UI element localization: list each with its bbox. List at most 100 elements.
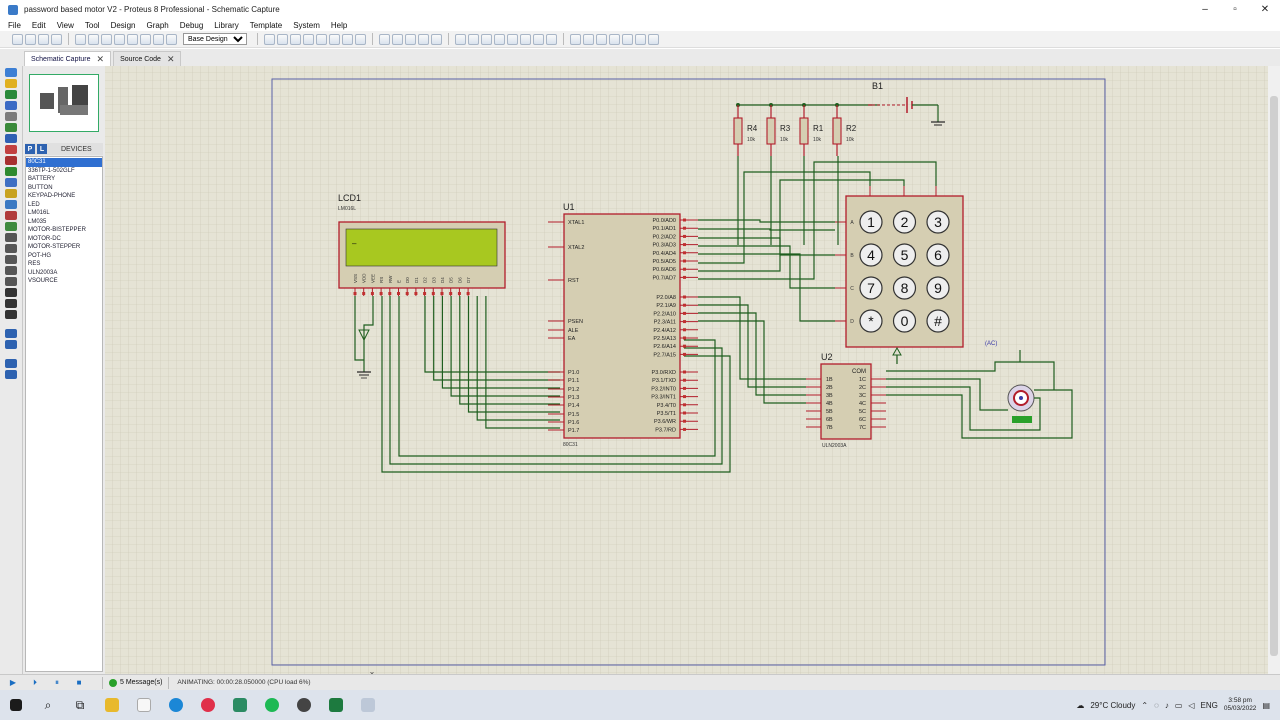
refresh-icon[interactable] [264, 33, 275, 45]
device-list-item[interactable]: MOTOR-BISTEPPER [28, 227, 86, 233]
2d-box-icon[interactable] [5, 244, 17, 253]
help-icon[interactable] [166, 33, 177, 45]
design-select[interactable]: Base Design [183, 33, 247, 45]
menu-library[interactable]: Library [214, 20, 239, 30]
zoom-area-icon[interactable] [355, 33, 366, 45]
current-probe-icon[interactable] [5, 211, 17, 220]
scroll-thumb[interactable] [1270, 96, 1278, 656]
chevron-up-icon[interactable]: ⌃ [1141, 700, 1149, 710]
close-icon[interactable]: ✕ [166, 53, 175, 64]
mirror-y-icon[interactable] [5, 370, 17, 379]
weather-text[interactable]: 29°C Cloudy [1090, 700, 1136, 710]
device-list-item[interactable]: BATTERY [28, 176, 56, 182]
close-project-icon[interactable] [51, 33, 62, 45]
pcb-icon[interactable] [101, 33, 112, 45]
origin-icon[interactable] [290, 33, 301, 45]
close-button[interactable]: ✕ [1260, 4, 1270, 15]
3d-view-icon[interactable] [114, 33, 125, 45]
grid-icon[interactable] [277, 33, 288, 45]
make-device-icon[interactable] [520, 33, 531, 45]
pick-device-icon[interactable] [507, 33, 518, 45]
device-list-item[interactable]: 336TP-1-502GLF [28, 167, 75, 174]
rotate-clockwise-icon[interactable] [5, 329, 17, 338]
2d-path-icon[interactable] [5, 277, 17, 286]
overview-window[interactable] [29, 74, 99, 132]
2d-markers-icon[interactable] [5, 310, 17, 319]
component-mode-icon[interactable] [5, 79, 17, 88]
bill-of-materials-icon[interactable] [648, 33, 659, 45]
maximize-button[interactable]: ▫ [1233, 4, 1237, 15]
menu-template[interactable]: Template [249, 20, 283, 30]
menu-file[interactable]: File [8, 20, 21, 30]
stop-button[interactable]: ■ [76, 678, 82, 687]
menu-graph[interactable]: Graph [146, 20, 169, 30]
pick-devices-button[interactable]: P [25, 144, 35, 154]
2d-circle-icon[interactable] [5, 255, 17, 264]
buses-icon[interactable] [5, 123, 17, 132]
cut-icon[interactable] [405, 33, 416, 45]
zoom-out-icon[interactable] [329, 33, 340, 45]
spotify-icon[interactable] [256, 690, 288, 720]
notifications-icon[interactable]: ▤ [1262, 700, 1270, 710]
block-move-icon[interactable] [468, 33, 479, 45]
device-list-item[interactable]: ULN2003A [28, 269, 58, 276]
device-list-item[interactable]: MOTOR-STEPPER [28, 244, 81, 250]
graph-mode-icon[interactable] [5, 167, 17, 176]
task-view-icon[interactable]: ⧉ [75, 697, 85, 712]
subcircuit-icon[interactable] [5, 134, 17, 143]
notepad-icon[interactable] [128, 690, 160, 720]
device-pins-icon[interactable] [5, 156, 17, 165]
2d-text-icon[interactable] [5, 288, 17, 297]
decompose-icon[interactable] [546, 33, 557, 45]
source-code-icon[interactable] [153, 33, 164, 45]
redo-icon[interactable] [392, 33, 403, 45]
file-explorer-icon[interactable] [96, 690, 128, 720]
property-assignment-icon[interactable] [596, 33, 607, 45]
language-indicator[interactable]: ENG [1200, 700, 1218, 710]
menu-system[interactable]: System [293, 20, 320, 30]
proteus-taskbar-icon[interactable] [352, 690, 384, 720]
tape-recorder-icon[interactable] [5, 178, 17, 187]
paste-icon[interactable] [431, 33, 442, 45]
bom-icon[interactable] [140, 33, 151, 45]
block-copy-icon[interactable] [455, 33, 466, 45]
device-list-item[interactable]: MOTOR-DC [28, 235, 61, 242]
search-icon[interactable]: ⌕ [44, 697, 52, 712]
zoom-in-icon[interactable] [316, 33, 327, 45]
generator-icon[interactable] [5, 189, 17, 198]
menu-design[interactable]: Design [110, 20, 136, 30]
chrome-icon[interactable] [288, 690, 320, 720]
opera-browser-icon[interactable] [192, 690, 224, 720]
search-icon[interactable] [583, 33, 594, 45]
network-icon[interactable]: ◌ [1154, 700, 1159, 710]
minimize-button[interactable]: – [1202, 4, 1208, 15]
2d-line-icon[interactable] [5, 233, 17, 242]
undo-icon[interactable] [379, 33, 390, 45]
library-button[interactable]: L [37, 144, 47, 154]
device-list-item[interactable]: LED [28, 201, 40, 208]
new-sheet-icon[interactable] [609, 33, 620, 45]
virtual-instruments-icon[interactable] [5, 222, 17, 231]
device-list-item[interactable]: 80C31 [26, 158, 102, 167]
rotate-anticlockwise-icon[interactable] [5, 340, 17, 349]
messages-indicator[interactable]: 5 Message(s) [102, 676, 170, 689]
keil-icon[interactable] [224, 690, 256, 720]
mirror-x-icon[interactable] [5, 359, 17, 368]
new-file-icon[interactable] [12, 33, 23, 45]
weather-icon[interactable]: ☁ [1076, 700, 1085, 710]
menu-tool[interactable]: Tool [84, 20, 100, 30]
menu-edit[interactable]: Edit [31, 20, 46, 30]
remove-sheet-icon[interactable] [622, 33, 633, 45]
device-list-item[interactable]: KEYPAD-PHONE [28, 193, 76, 199]
device-list-item[interactable]: POT-HG [28, 252, 52, 259]
menu-view[interactable]: View [56, 20, 74, 30]
device-list-item[interactable]: RES [28, 261, 41, 267]
copy-icon[interactable] [418, 33, 429, 45]
schematic-icon[interactable] [88, 33, 99, 45]
open-folder-icon[interactable] [25, 33, 36, 45]
close-icon[interactable]: ✕ [96, 53, 105, 64]
junction-dot-icon[interactable] [5, 90, 17, 99]
gerber-icon[interactable] [127, 33, 138, 45]
packaging-icon[interactable] [533, 33, 544, 45]
